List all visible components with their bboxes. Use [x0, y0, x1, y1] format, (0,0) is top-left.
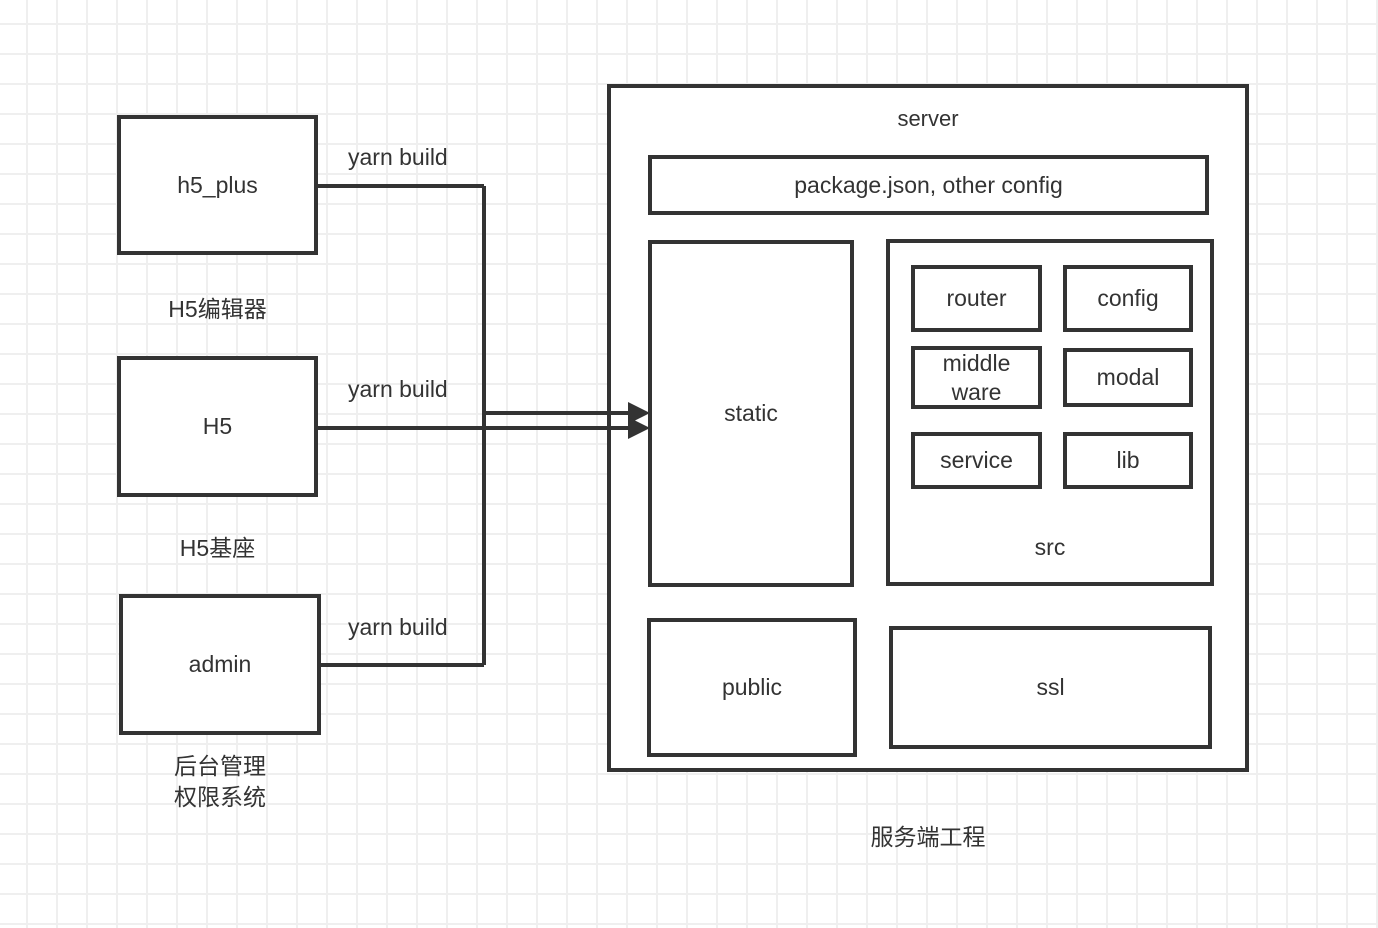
- src-label: src: [1034, 534, 1066, 560]
- yarn-build-label-h5: yarn build: [348, 376, 448, 402]
- public-box[interactable]: public: [647, 618, 857, 757]
- yarn-build-label-h5plus: yarn build: [348, 144, 448, 170]
- modal-box[interactable]: modal: [1063, 348, 1193, 407]
- middleware-box[interactable]: middle ware: [911, 346, 1042, 409]
- lib-box[interactable]: lib: [1063, 432, 1193, 489]
- h5-box[interactable]: H5: [117, 356, 318, 497]
- static-box[interactable]: static: [648, 240, 854, 587]
- h5-plus-box[interactable]: h5_plus: [117, 115, 318, 255]
- router-box[interactable]: router: [911, 265, 1042, 332]
- connector-trunk-h5plus-admin[interactable]: [318, 184, 486, 667]
- admin-box[interactable]: admin: [119, 594, 321, 735]
- package-config-box[interactable]: package.json, other config: [648, 155, 1209, 215]
- service-box[interactable]: service: [911, 432, 1042, 489]
- ssl-box[interactable]: ssl: [889, 626, 1212, 749]
- server-title: server: [897, 106, 959, 131]
- server-caption: 服务端工程: [870, 824, 986, 850]
- h5-plus-caption: H5编辑器: [168, 296, 267, 322]
- admin-caption: 后台管理 权限系统: [119, 751, 321, 813]
- yarn-build-label-admin: yarn build: [348, 614, 448, 640]
- config-box[interactable]: config: [1063, 265, 1193, 332]
- admin-caption-line2: 权限系统: [174, 784, 266, 810]
- admin-caption-line1: 后台管理: [174, 753, 266, 779]
- h5-caption: H5基座: [179, 535, 256, 561]
